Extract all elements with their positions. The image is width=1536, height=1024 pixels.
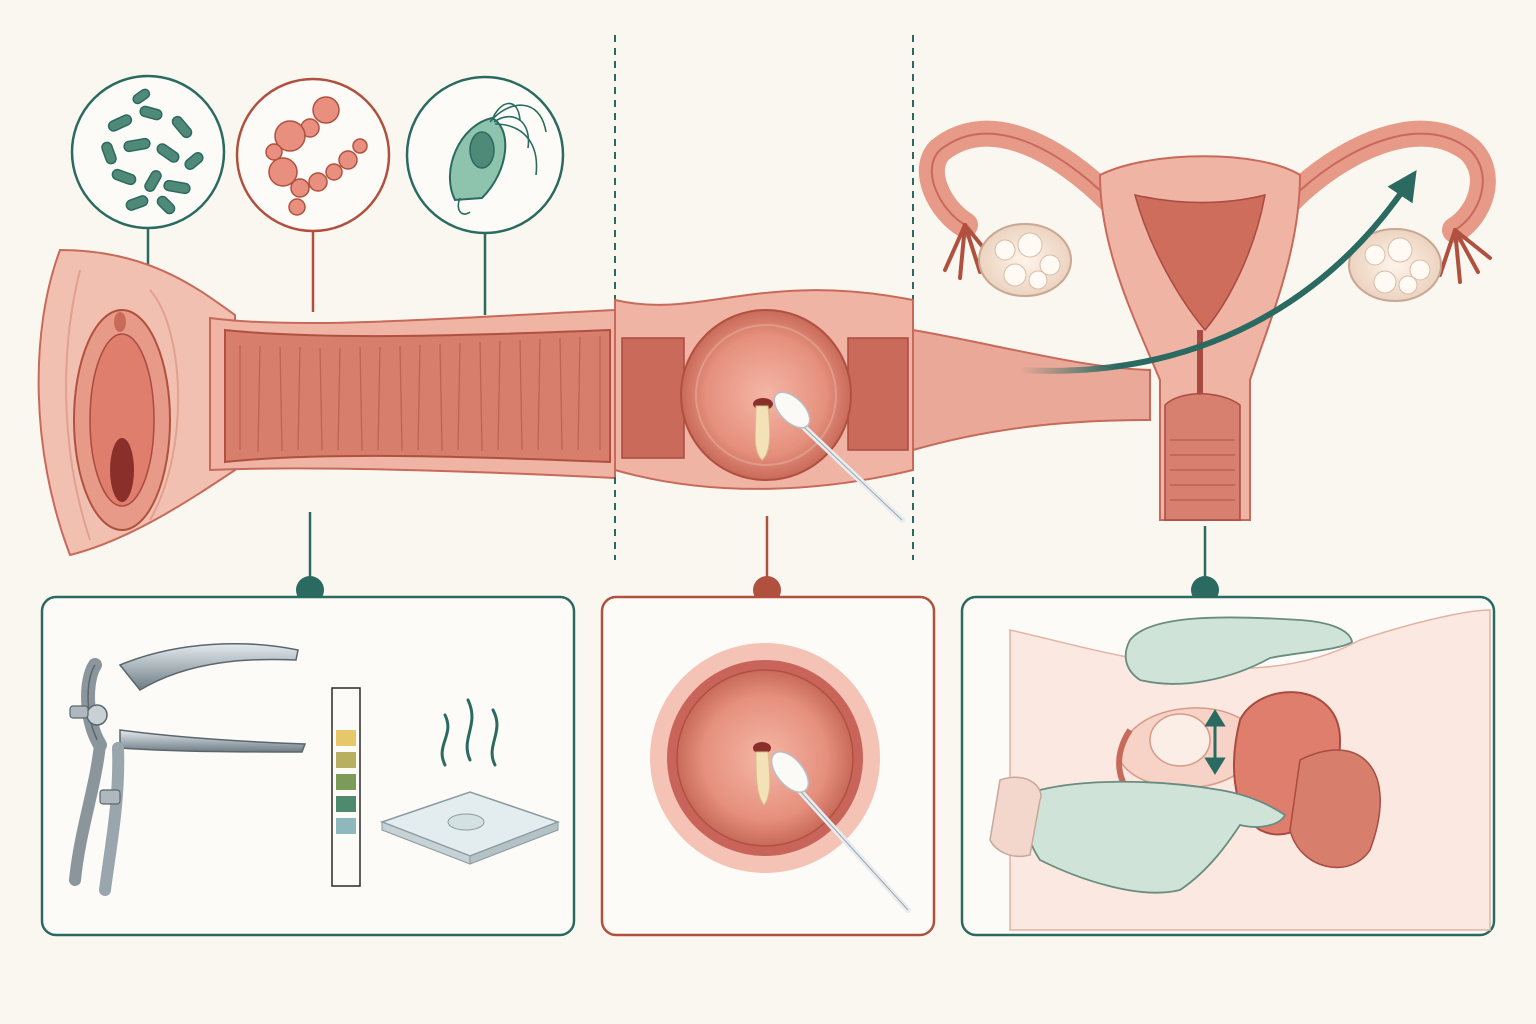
microbe-callouts bbox=[70, 74, 565, 315]
bacteria-icon bbox=[70, 74, 226, 272]
discharge bbox=[754, 405, 771, 461]
ph-strip-icon bbox=[331, 687, 361, 887]
ascending-infection-arrow bbox=[1019, 170, 1417, 374]
ph-swatch bbox=[336, 752, 356, 768]
ph-swatch bbox=[336, 818, 356, 834]
yeast-icon bbox=[235, 77, 391, 312]
upper-hand-icon bbox=[1124, 616, 1353, 685]
vaginal-canal bbox=[224, 328, 611, 464]
panel-bimanual-exam bbox=[960, 595, 1496, 937]
uterine-cavity bbox=[1133, 193, 1266, 332]
panel-connectors bbox=[296, 512, 1219, 604]
speculum-icon bbox=[69, 643, 307, 896]
rugae-folds bbox=[239, 336, 601, 453]
panel-cervical-swab bbox=[600, 595, 936, 937]
swab-tip bbox=[773, 391, 811, 429]
ph-swatch bbox=[336, 730, 356, 746]
protozoan-icon bbox=[405, 75, 565, 315]
panel-vaginal-exam bbox=[40, 595, 576, 937]
odor-icon bbox=[440, 698, 499, 767]
fallopian-tube-left bbox=[918, 120, 1123, 238]
cervix bbox=[680, 309, 852, 481]
ph-swatch bbox=[336, 774, 356, 790]
reproductive-tract-cross-section bbox=[37, 35, 1496, 560]
lower-hand-icon bbox=[1025, 780, 1287, 894]
microscope-slide-icon bbox=[379, 791, 561, 865]
swab-tip bbox=[770, 751, 810, 793]
palpation-arrow-icon bbox=[1204, 709, 1226, 775]
uterus bbox=[918, 120, 1496, 521]
ph-swatch bbox=[336, 796, 356, 812]
